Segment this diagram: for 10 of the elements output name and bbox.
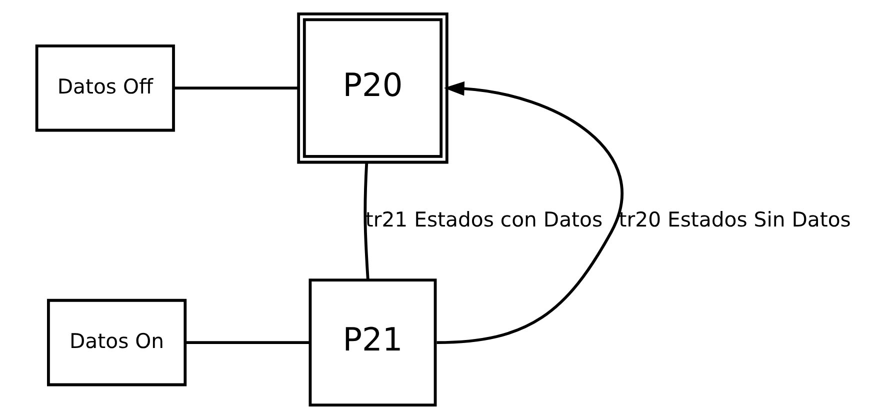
connector <box>363 162 369 280</box>
node-box: P20 <box>296 12 448 164</box>
connector <box>184 341 310 344</box>
connector <box>173 86 298 90</box>
arrow <box>436 81 623 344</box>
node-box: Datos Off <box>34 44 174 132</box>
edge-label: tr21 Estados con Datos <box>364 208 602 232</box>
node-box: Datos On <box>46 298 186 386</box>
edge-label: tr20 Estados Sin Datos <box>618 208 850 232</box>
node-box: P21 <box>308 278 436 407</box>
